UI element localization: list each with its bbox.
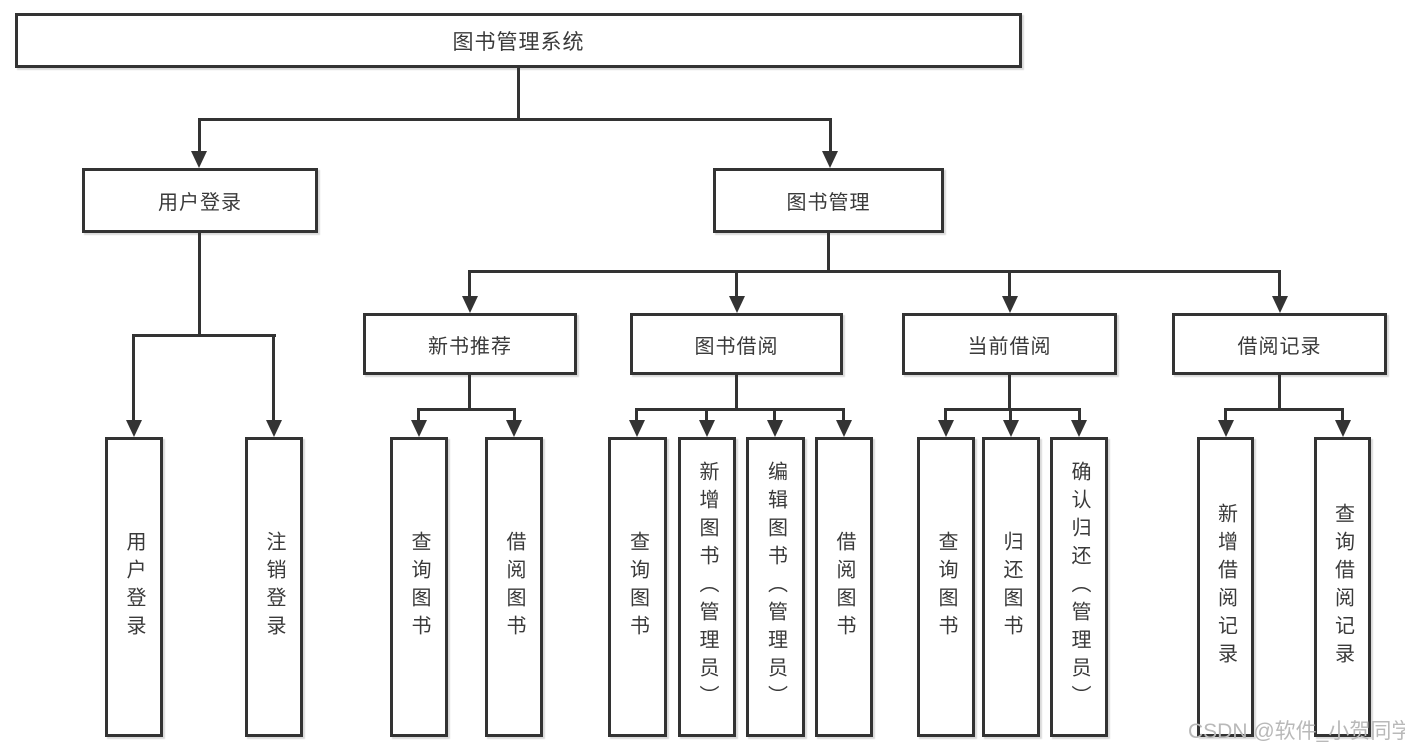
leaf-logout-label: 注销登录 — [263, 531, 285, 643]
connector-arrowhead — [1002, 296, 1018, 313]
node-new-book-recommend-label: 新书推荐 — [428, 335, 512, 358]
connector-line — [417, 408, 420, 422]
node-current-borrow: 当前借阅 — [902, 313, 1117, 375]
connector-line — [705, 408, 708, 422]
leaf-query-books-1: 查询图书 — [390, 437, 448, 737]
connector-line — [735, 375, 738, 410]
leaf-borrow-books-1-label: 借阅图书 — [503, 531, 525, 643]
connector-line — [1009, 408, 1012, 422]
leaf-add-books-admin: 新增图书（管理员） — [678, 437, 736, 737]
leaf-query-books-2: 查询图书 — [608, 437, 667, 737]
connector-arrowhead — [629, 420, 645, 437]
leaf-user-login-label: 用户登录 — [123, 531, 145, 643]
leaf-query-books-3-label: 查询图书 — [935, 531, 957, 643]
node-root: 图书管理系统 — [15, 13, 1022, 68]
node-book-borrow: 图书借阅 — [630, 313, 843, 375]
leaf-logout: 注销登录 — [245, 437, 303, 737]
connector-line — [1224, 408, 1344, 411]
connector-line — [944, 408, 1081, 411]
connector-arrowhead — [411, 420, 427, 437]
connector-arrowhead — [126, 420, 142, 437]
connector-line — [468, 270, 1281, 273]
leaf-return-books: 归还图书 — [982, 437, 1040, 737]
connector-arrowhead — [506, 420, 522, 437]
connector-line — [635, 408, 845, 411]
connector-line — [773, 408, 776, 422]
connector-arrowhead — [1218, 420, 1234, 437]
connector-line — [513, 408, 516, 422]
connector-line — [517, 68, 520, 120]
connector-arrowhead — [938, 420, 954, 437]
node-borrow-records-label: 借阅记录 — [1237, 335, 1322, 358]
leaf-query-borrow-record: 查询借阅记录 — [1314, 437, 1371, 737]
connector-line — [842, 408, 845, 422]
leaf-borrow-books-1: 借阅图书 — [485, 437, 543, 737]
connector-line — [1008, 270, 1011, 298]
connector-line — [1278, 270, 1281, 298]
connector-line — [198, 233, 201, 337]
node-user-login-label: 用户登录 — [158, 192, 242, 214]
leaf-user-login: 用户登录 — [105, 437, 163, 737]
connector-line — [468, 270, 471, 298]
connector-line — [1078, 408, 1081, 422]
connector-line — [1008, 375, 1011, 410]
connector-arrowhead — [836, 420, 852, 437]
node-book-management-label: 图书管理 — [786, 192, 871, 214]
connector-line — [468, 375, 471, 410]
connector-line — [735, 270, 738, 298]
leaf-add-books-admin-label: 新增图书（管理员） — [696, 461, 718, 713]
connector-arrowhead — [1335, 420, 1351, 437]
connector-arrowhead — [1272, 296, 1288, 313]
leaf-add-borrow-record-label: 新增借阅记录 — [1214, 503, 1237, 671]
leaf-borrow-books-2-label: 借阅图书 — [833, 531, 855, 643]
leaf-edit-books-admin-label: 编辑图书（管理员） — [764, 461, 787, 713]
connector-arrowhead — [1003, 420, 1019, 437]
connector-line — [272, 334, 275, 422]
connector-line — [1341, 408, 1344, 422]
connector-line — [417, 408, 516, 411]
connector-arrowhead — [699, 420, 715, 437]
node-new-book-recommend: 新书推荐 — [363, 313, 577, 375]
leaf-edit-books-admin: 编辑图书（管理员） — [746, 437, 805, 737]
node-user-login: 用户登录 — [82, 168, 318, 233]
connector-arrowhead — [462, 296, 478, 313]
node-current-borrow-label: 当前借阅 — [967, 335, 1052, 358]
connector-arrowhead — [767, 420, 783, 437]
connector-arrowhead — [729, 296, 745, 313]
leaf-query-books-3: 查询图书 — [917, 437, 975, 737]
leaf-confirm-return-admin-label: 确认归还（管理员） — [1068, 461, 1090, 713]
leaf-query-borrow-record-label: 查询借阅记录 — [1331, 503, 1354, 671]
node-book-borrow-label: 图书借阅 — [694, 335, 779, 358]
connector-line — [829, 118, 832, 154]
leaf-query-books-1-label: 查询图书 — [408, 531, 430, 643]
connector-arrowhead — [822, 151, 838, 168]
leaf-return-books-label: 归还图书 — [1000, 531, 1022, 643]
connector-line — [944, 408, 947, 422]
leaf-confirm-return-admin: 确认归还（管理员） — [1050, 437, 1108, 737]
connector-line — [132, 334, 135, 422]
connector-line — [198, 118, 832, 121]
connector-line — [1224, 408, 1227, 422]
connector-arrowhead — [191, 151, 207, 168]
node-borrow-records: 借阅记录 — [1172, 313, 1387, 375]
leaf-borrow-books-2: 借阅图书 — [815, 437, 873, 737]
connector-arrowhead — [1071, 420, 1087, 437]
leaf-add-borrow-record: 新增借阅记录 — [1197, 437, 1254, 737]
leaf-query-books-2-label: 查询图书 — [626, 531, 649, 643]
node-book-management: 图书管理 — [713, 168, 944, 233]
connector-line — [827, 233, 830, 272]
connector-arrowhead — [266, 420, 282, 437]
csdn-watermark: CSDN @软件_小贺同学 — [1188, 720, 1405, 743]
connector-line — [635, 408, 638, 422]
node-root-label: 图书管理系统 — [452, 30, 585, 54]
connector-line — [198, 118, 201, 154]
connector-line — [1278, 375, 1281, 410]
connector-line — [132, 334, 276, 337]
